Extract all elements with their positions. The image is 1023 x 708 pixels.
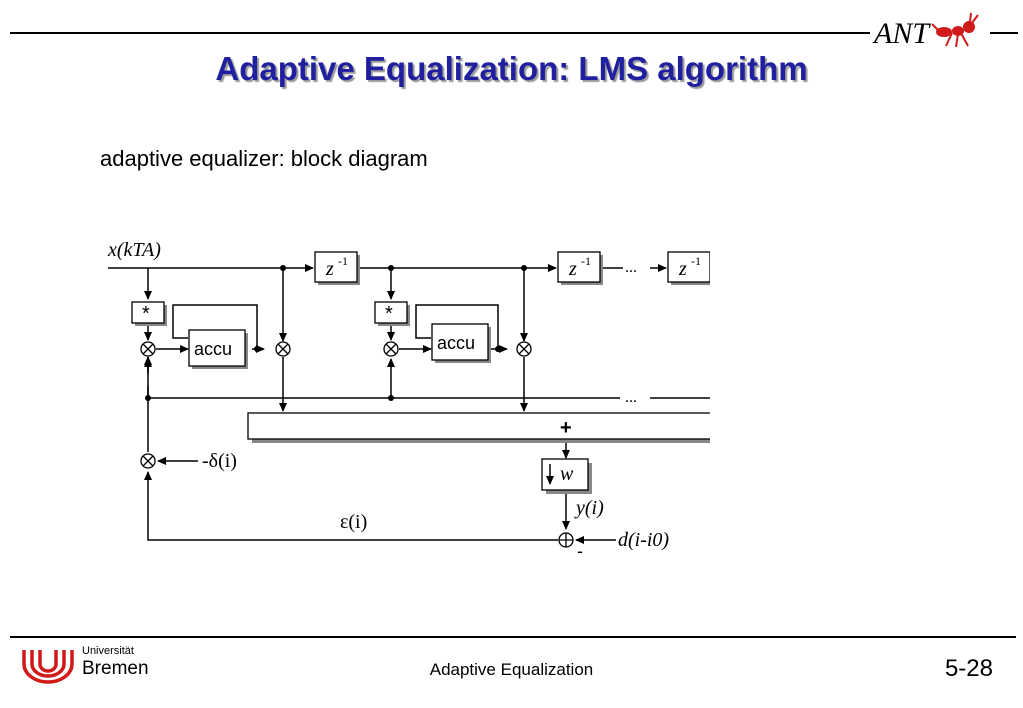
university-city: Bremen <box>82 658 149 679</box>
ant-logo-text: ANT <box>872 17 931 50</box>
multiplier-1a <box>140 341 156 357</box>
multiplier-2b <box>516 341 532 357</box>
svg-text:*: * <box>142 303 150 325</box>
ant-insect-icon <box>931 12 979 48</box>
svg-text:z: z <box>568 258 577 280</box>
multiplier-1b <box>275 341 291 357</box>
accumulator-block-2: accu <box>431 323 491 363</box>
summer-error <box>558 532 574 548</box>
delay-block-3: z -1 <box>667 251 710 285</box>
svg-text:+: + <box>560 417 572 439</box>
multiplier-2a <box>383 341 399 357</box>
error-label: ε(i) <box>340 511 367 533</box>
svg-text:accu: accu <box>437 333 475 353</box>
page-number: 5-28 <box>944 655 993 682</box>
svg-text:z: z <box>678 258 687 280</box>
svg-text:accu: accu <box>194 339 232 359</box>
minus-label: - <box>577 541 583 561</box>
svg-text:z: z <box>325 258 334 280</box>
sum-block: + <box>247 412 710 443</box>
page-title: Adaptive Equalization: LMS algorithm <box>215 50 808 87</box>
multiplier-nodes <box>140 341 574 548</box>
svg-text:-1: -1 <box>338 254 348 268</box>
university-name: Universität <box>82 645 134 657</box>
svg-text:*: * <box>385 303 393 325</box>
delay-block-2: z -1 <box>557 251 603 285</box>
step-size-label: -δ(i) <box>202 450 237 472</box>
header-rule <box>10 32 870 34</box>
conjugate-block-2: * <box>374 301 410 326</box>
delay-block-1: z -1 <box>314 251 360 285</box>
subtitle: adaptive equalizer: block diagram <box>100 146 428 171</box>
header-rule-end <box>990 32 1018 34</box>
ant-logo: ANT <box>872 12 979 50</box>
svg-text:-1: -1 <box>691 254 701 268</box>
block-diagram: z -1 z -1 z -1 ... ... * * * accu ac <box>107 239 710 561</box>
output-label: y(i) <box>574 497 604 519</box>
conjugate-block-1: * <box>131 301 167 326</box>
ellipsis-top: ... <box>625 259 637 276</box>
ellipsis-mid: ... <box>625 389 637 406</box>
accumulator-block-1: accu <box>188 329 248 369</box>
svg-text:-1: -1 <box>581 254 591 268</box>
input-label: x(kTA) <box>107 239 161 261</box>
university-logo-icon <box>22 650 74 684</box>
footer-rule <box>10 636 1016 638</box>
multiplier-step <box>140 453 156 469</box>
decision-block: w <box>541 458 592 494</box>
svg-text:w: w <box>560 463 574 485</box>
desired-label: d(i-i0) <box>618 529 669 551</box>
footer-title: Adaptive Equalization <box>429 660 594 679</box>
